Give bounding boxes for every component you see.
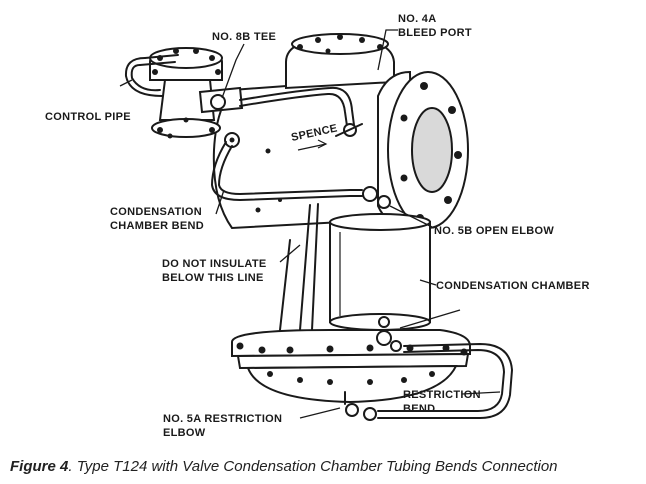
label-bleed-port: BLEED PORT [398, 27, 472, 39]
label-insulate-2: BELOW THIS LINE [162, 272, 264, 284]
label-condensation-chamber: CONDENSATION CHAMBER [436, 280, 590, 292]
outlet-flange [377, 70, 469, 230]
label-insulate-1: DO NOT INSULATE [162, 258, 267, 270]
label-bleed-port-number: NO. 4A [398, 13, 436, 25]
figure-number: Figure 4 [10, 458, 69, 475]
label-tee: NO. 8B TEE [212, 31, 276, 43]
callout-labels: NO. 4A BLEED PORT NO. 8B TEE CONTROL PIP… [45, 13, 590, 439]
bleed-line-tubing [239, 86, 363, 137]
condensation-chamber [329, 213, 431, 331]
pilot-head [149, 47, 244, 148]
condensation-chamber-bend-tubing [211, 141, 391, 209]
label-open-elbow: NO. 5B OPEN ELBOW [434, 225, 554, 237]
control-pipe-tubing [124, 54, 179, 97]
label-restriction-bend-1: RESTRICTION [403, 389, 481, 401]
restriction-bend-tubing [344, 343, 513, 421]
leader-lines [119, 29, 501, 419]
figure-caption-text: . Type T124 with Valve Condensation Cham… [68, 458, 558, 475]
label-restriction-bend-2: BEND [403, 403, 435, 415]
valve-body: SPENCE [212, 33, 409, 230]
diaphragm-housing [231, 329, 471, 404]
label-condensation-bend-2: CHAMBER BEND [110, 220, 204, 232]
label-restriction-elbow-1: NO. 5A RESTRICTION [163, 413, 282, 425]
label-restriction-elbow-2: ELBOW [163, 427, 206, 439]
label-control-pipe: CONTROL PIPE [45, 111, 131, 123]
figure-caption: Figure 4. Type T124 with Valve Condensat… [10, 458, 640, 480]
valve-assembly-diagram: SPENCE [45, 13, 590, 439]
label-condensation-bend-1: CONDENSATION [110, 206, 202, 218]
